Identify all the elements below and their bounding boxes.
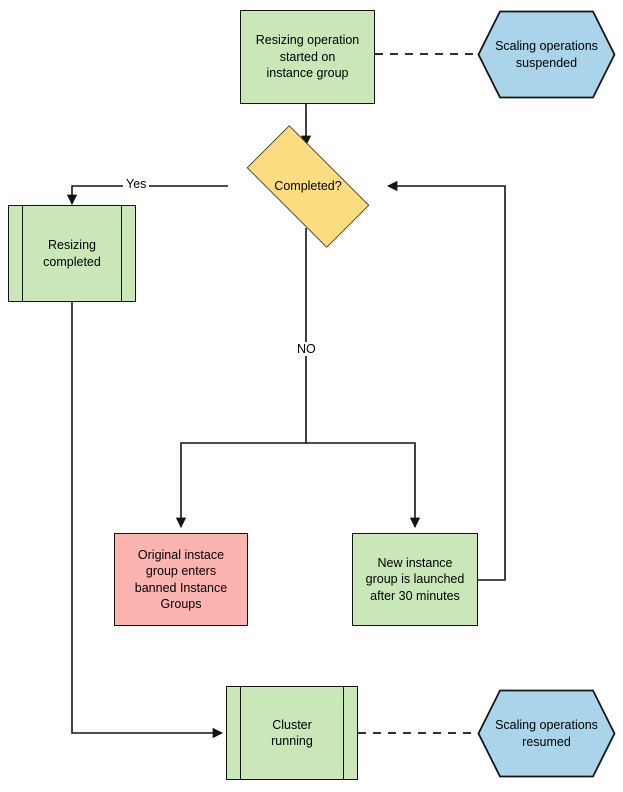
node-cluster-running[interactable]: Cluster running bbox=[226, 686, 358, 780]
predefined-process-bar-right bbox=[343, 687, 344, 779]
node-label: Resizing operation started on instance g… bbox=[255, 33, 360, 81]
node-label: New instance group is launched after 30 … bbox=[365, 555, 465, 603]
edge-resizing-completed-to-cluster-running bbox=[71, 302, 224, 739]
node-label: Scaling operations resumed bbox=[495, 718, 598, 749]
edge-new-instance-group-loop-to-decision bbox=[386, 180, 506, 581]
node-resizing-completed[interactable]: Resizing completed bbox=[8, 205, 136, 302]
node-label: Completed? bbox=[274, 179, 342, 194]
node-scaling-operations-suspended[interactable]: Scaling operations suspended bbox=[477, 10, 616, 99]
node-label: Original instace group enters banned Ins… bbox=[134, 547, 228, 612]
hexagon-shape bbox=[477, 689, 616, 778]
predefined-process-bar-right bbox=[121, 206, 122, 301]
edge-label-no: NO bbox=[294, 342, 319, 356]
node-resizing-operation-started[interactable]: Resizing operation started on instance g… bbox=[240, 10, 375, 104]
node-completed-decision[interactable]: Completed? bbox=[228, 125, 388, 248]
edge-decision-no-to-new-instance-group bbox=[306, 442, 421, 529]
edge-label-yes: Yes bbox=[123, 177, 150, 191]
node-label: Resizing completed bbox=[43, 238, 101, 269]
hexagon-shape bbox=[477, 10, 616, 99]
predefined-process-bar-left bbox=[22, 206, 23, 301]
edge-decision-no-to-original-banned bbox=[175, 228, 307, 529]
edge-decision-yes-to-resizing-completed bbox=[66, 185, 228, 206]
node-new-instance-group-launched[interactable]: New instance group is launched after 30 … bbox=[352, 533, 478, 626]
node-label: Cluster running bbox=[271, 717, 313, 749]
node-original-instance-group-banned[interactable]: Original instace group enters banned Ins… bbox=[114, 533, 248, 626]
predefined-process-bar-left bbox=[240, 687, 241, 779]
node-scaling-operations-resumed[interactable]: Scaling operations resumed bbox=[477, 689, 616, 778]
node-label: Scaling operations suspended bbox=[495, 39, 598, 70]
